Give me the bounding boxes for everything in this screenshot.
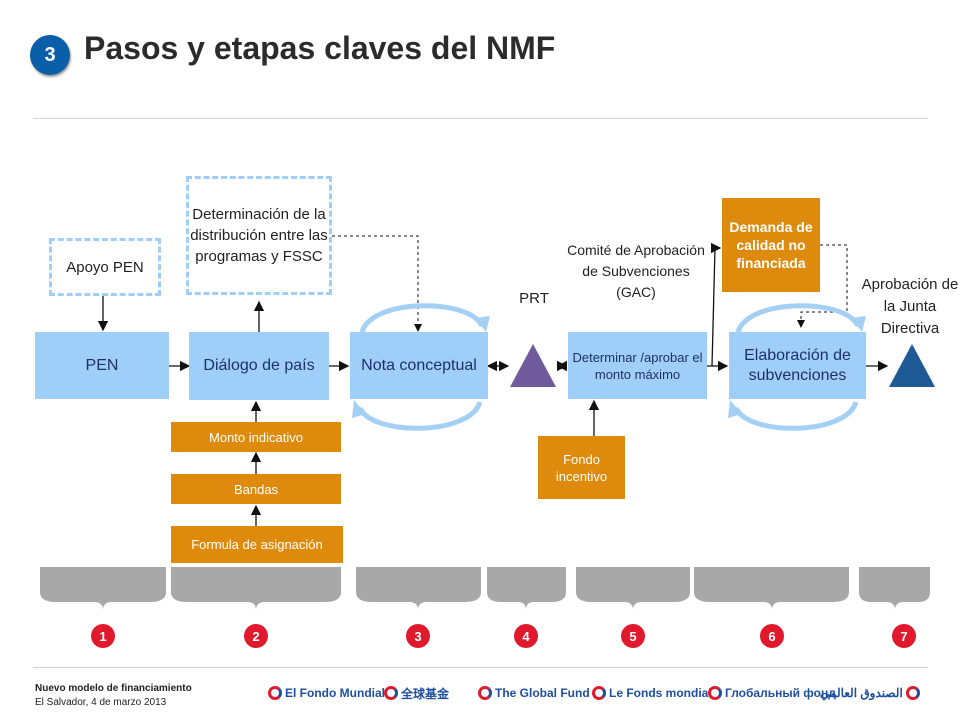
aprobacion-junta-label: Aprobación de la Junta Directiva	[861, 276, 959, 337]
logo-russian: Глобальный фонд	[708, 680, 836, 706]
global-fund-logo-icon	[478, 686, 492, 700]
logo-el-fondo-mundial: El Fondo Mundial	[268, 680, 385, 706]
gac-label: Comité de Aprobación de Subvenciones (GA…	[567, 242, 705, 300]
determinar-monto-box: Determinar /aprobar el monto máximo	[568, 332, 707, 399]
dashed-demanda-elaboracion	[797, 244, 848, 328]
global-fund-logo-icon	[592, 686, 606, 700]
logo-the-global-fund: The Global Fund	[478, 680, 590, 706]
page-title: Pasos y etapas claves del NMF	[84, 30, 556, 66]
cycle-arc-nota-bottom	[357, 400, 483, 431]
step-1-marker: 1	[91, 624, 115, 648]
logo-arabic: الصندوق العالمي	[820, 680, 920, 706]
step-2-marker: 2	[244, 624, 268, 648]
footer-title: Nuevo modelo de financiamiento	[35, 683, 192, 694]
global-fund-logo-icon	[384, 686, 398, 700]
arrow-determinar-demanda	[710, 242, 722, 367]
logo-le-fonds-mondial: Le Fonds mondial	[592, 680, 712, 706]
stage-brackets	[40, 567, 930, 610]
step-6-marker: 6	[760, 624, 784, 648]
formula-asignacion-box: Formula de asignación	[171, 526, 343, 563]
monto-indicativo-box: Monto indicativo	[171, 422, 341, 452]
prt-triangle	[510, 344, 556, 387]
demanda-calidad-box: Demanda de calidad no financiada	[722, 198, 820, 292]
elaboracion-subvenciones-box: Elaboración de subvenciones	[729, 332, 866, 399]
footer-divider	[33, 667, 928, 668]
dialogo-pais-box: Diálogo de país	[189, 332, 329, 400]
prt-label: PRT	[519, 290, 549, 307]
bracket-3	[356, 567, 481, 610]
step-5-marker: 5	[621, 624, 645, 648]
step-4-marker: 4	[514, 624, 538, 648]
bracket-4	[487, 567, 566, 610]
bandas-box: Bandas	[171, 474, 341, 504]
step-3-marker: 3	[406, 624, 430, 648]
bracket-1	[40, 567, 166, 610]
nota-conceptual-box: Nota conceptual	[350, 332, 488, 399]
global-fund-logo-icon	[708, 686, 722, 700]
cycle-arc-nota-top	[359, 303, 485, 334]
cycle-arc-elaboracion-top	[735, 303, 861, 334]
fondo-incentivo-box: Fondo incentivo	[538, 436, 625, 499]
pen-box: PEN	[35, 332, 169, 399]
board-approval-triangle	[889, 344, 935, 387]
cycle-arc-elaboracion-bottom	[733, 400, 859, 431]
footer-subtitle: El Salvador, 4 de marzo 2013	[35, 697, 167, 708]
bracket-2	[171, 567, 341, 610]
global-fund-logo-icon	[905, 686, 920, 700]
bracket-6	[694, 567, 849, 610]
bracket-5	[576, 567, 690, 610]
title-divider	[33, 118, 928, 119]
global-fund-logo-icon	[268, 686, 282, 700]
dashed-determinacion-nota	[332, 235, 422, 332]
section-number-badge: 3	[30, 35, 70, 75]
determinacion-box: Determinación de la distribución entre l…	[186, 176, 332, 295]
bracket-7	[859, 567, 930, 610]
step-7-marker: 7	[892, 624, 916, 648]
logo-chinese: 全球基金	[384, 680, 449, 706]
apoyo-pen-box: Apoyo PEN	[49, 238, 161, 296]
